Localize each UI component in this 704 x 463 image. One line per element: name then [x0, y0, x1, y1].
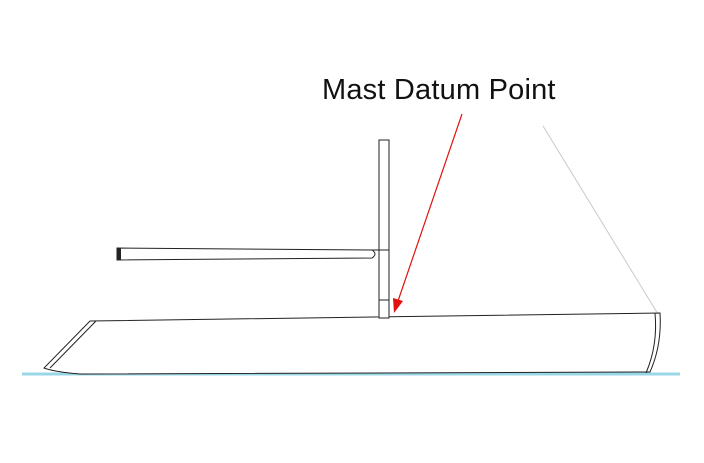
boom — [116, 247, 376, 261]
hull-stern-detail — [645, 312, 657, 374]
mast-step — [378, 299, 390, 319]
forestay — [542, 125, 659, 315]
mast-datum-point-label: Mast Datum Point — [322, 74, 556, 106]
hull — [43, 312, 661, 375]
boom-end-cap — [117, 248, 121, 260]
mast — [378, 139, 390, 319]
callout-arrow-line — [397, 113, 463, 302]
callout-arrow-head — [393, 298, 403, 313]
hull-sheer-detail — [49, 320, 97, 369]
